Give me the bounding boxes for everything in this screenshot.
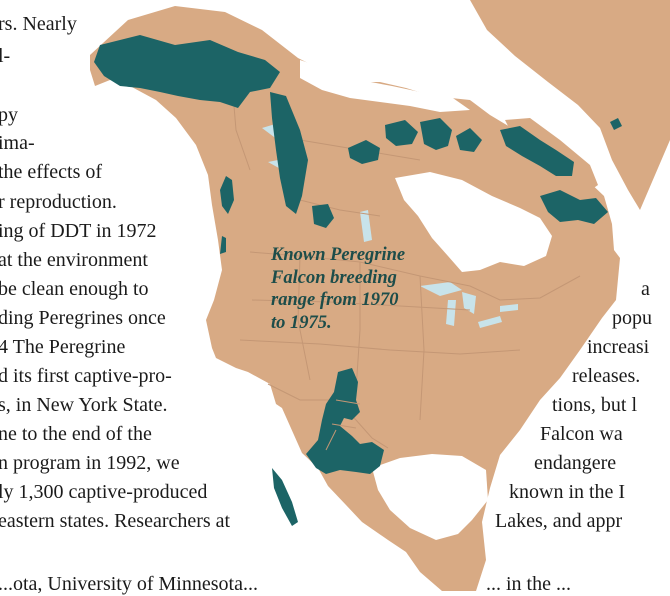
left-line-3: py bbox=[0, 104, 18, 126]
breeding-range bbox=[94, 35, 622, 526]
left-line-9: be clean enough to bbox=[0, 278, 149, 300]
right-line-3: increasi bbox=[587, 336, 650, 358]
breeding-range-southwest bbox=[306, 368, 384, 474]
right-line-7: endangere bbox=[534, 452, 617, 474]
gulf-of-mexico bbox=[372, 454, 488, 540]
southwest-borders bbox=[325, 399, 361, 451]
left-line-4: ima- bbox=[0, 132, 35, 154]
breeding-range-caption: Known Peregrine Falcon breeding range fr… bbox=[271, 244, 471, 334]
left-line-16: ly 1,300 captive-produced bbox=[0, 481, 208, 503]
lake-ontario bbox=[500, 304, 518, 312]
breeding-range-yukon bbox=[270, 92, 308, 214]
left-line-2: l- bbox=[0, 45, 11, 67]
breeding-range-pacific-2 bbox=[220, 236, 226, 254]
left-line-13: s, in New York State. bbox=[0, 394, 168, 416]
right-line-9: Lakes, and appr bbox=[495, 510, 623, 532]
left-line-7: ing of DDT in 1972 bbox=[0, 220, 157, 242]
right-line-4: releases. bbox=[572, 365, 641, 387]
breeding-range-alaska-south bbox=[164, 62, 210, 86]
breeding-range-pacific-northwest bbox=[220, 176, 234, 214]
caption-line-1: Known Peregrine bbox=[271, 245, 406, 265]
left-line-10: ding Peregrines once bbox=[0, 307, 166, 329]
hudson-bay bbox=[395, 172, 552, 272]
right-line-8: known in the I bbox=[509, 481, 626, 503]
caption-line-3: range from 1970 bbox=[271, 290, 399, 310]
lake-michigan bbox=[446, 300, 456, 326]
right-line-5: tions, but l bbox=[552, 394, 638, 416]
left-line-1: rs. Nearly bbox=[0, 13, 77, 35]
left-line-15: n program in 1992, we bbox=[0, 452, 180, 474]
arctic-channel bbox=[300, 60, 470, 112]
caption-line-4: to 1975. bbox=[271, 312, 332, 333]
right-line-10: ... in the ... bbox=[486, 573, 571, 595]
left-line-14: ne to the end of the bbox=[0, 423, 152, 445]
breeding-range-ungava bbox=[540, 190, 608, 224]
lake-winnipeg bbox=[360, 210, 372, 242]
left-line-6: r reproduction. bbox=[0, 191, 117, 213]
left-line-12: d its first captive-pro- bbox=[0, 365, 172, 387]
greenland-landmass bbox=[470, 0, 670, 210]
breeding-range-greenland-west bbox=[610, 118, 622, 130]
lake-superior bbox=[420, 282, 462, 296]
continent-landmass bbox=[90, 6, 620, 591]
gulf-of-california bbox=[268, 404, 310, 472]
left-line-11: 4 The Peregrine bbox=[0, 336, 126, 358]
right-line-2: popu bbox=[612, 307, 652, 329]
breeding-range-arctic-3 bbox=[420, 118, 452, 150]
left-line-18: ...ota, University of Minnesota... bbox=[0, 573, 258, 595]
left-line-8: at the environment bbox=[0, 249, 148, 271]
breeding-range-baja bbox=[272, 468, 298, 526]
lake-erie bbox=[478, 316, 502, 328]
caption-line-2: Falcon breeding bbox=[271, 267, 397, 288]
breeding-range-arctic-2 bbox=[385, 120, 418, 146]
right-line-6: Falcon wa bbox=[540, 423, 623, 445]
breeding-range-baffin bbox=[500, 126, 574, 176]
right-line-1: a bbox=[641, 278, 650, 300]
breeding-range-arctic-4 bbox=[456, 128, 482, 152]
breeding-range-arctic-1 bbox=[348, 140, 380, 164]
left-line-17: eastern states. Researchers at bbox=[0, 510, 231, 532]
breeding-range-nwt-island bbox=[312, 204, 334, 228]
lake-huron bbox=[462, 292, 476, 314]
left-line-5: the effects of bbox=[0, 161, 103, 183]
